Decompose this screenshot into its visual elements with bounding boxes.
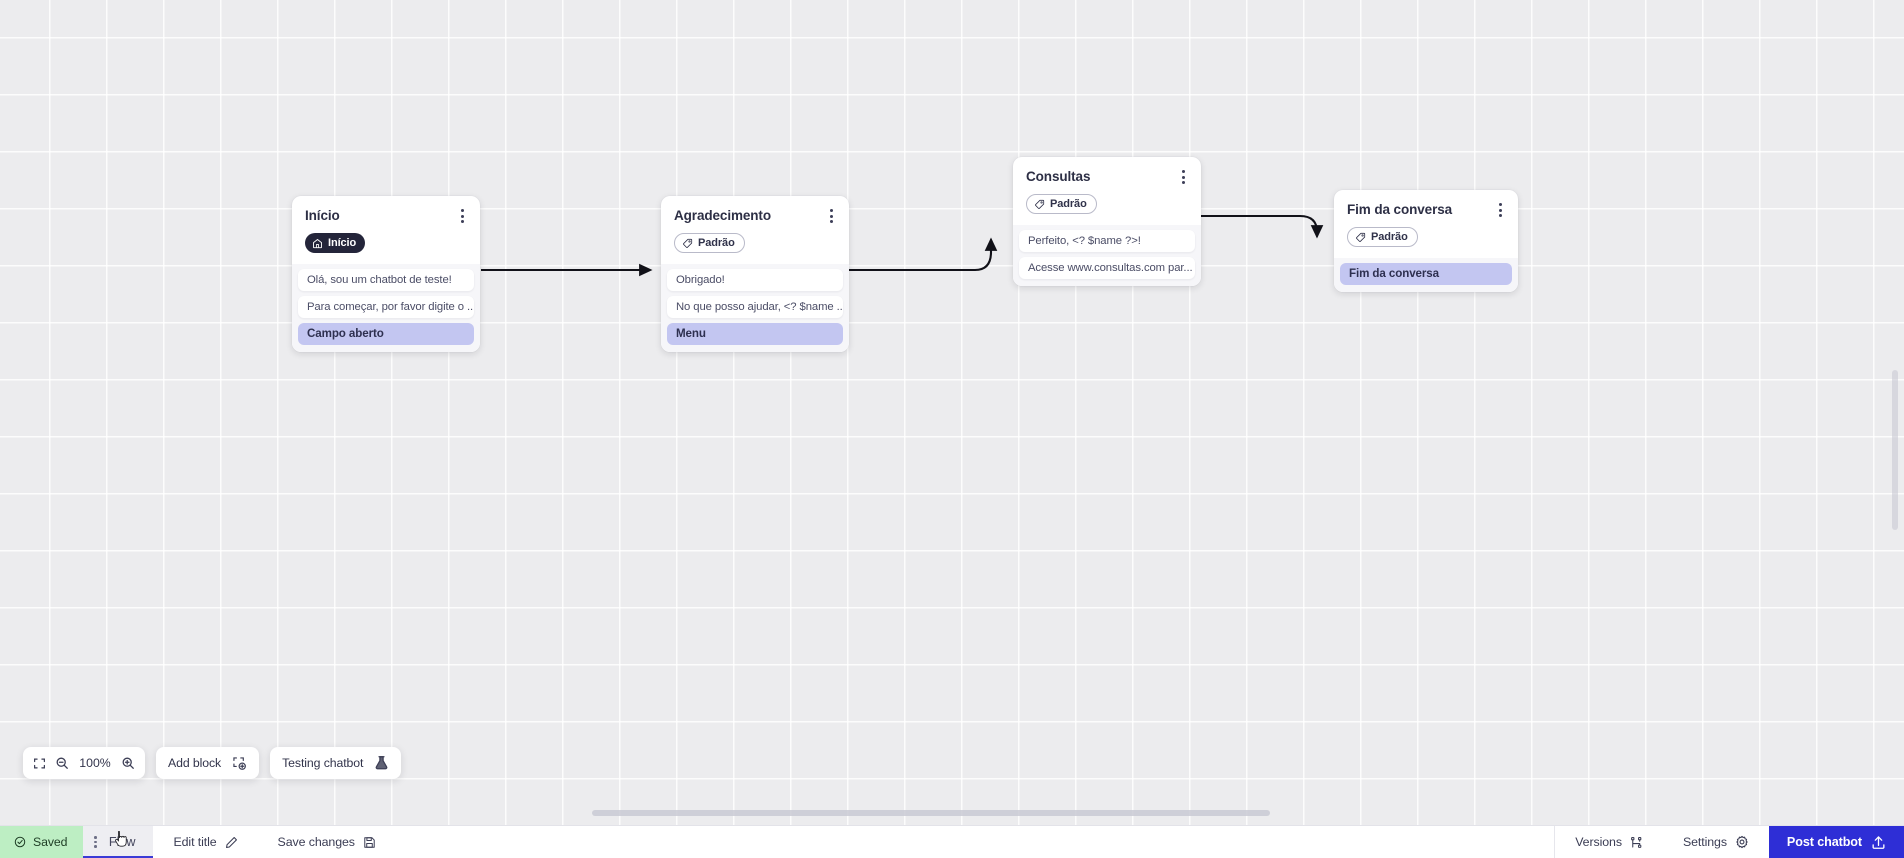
node-row[interactable]: Perfeito, <? $name ?>!	[1019, 229, 1195, 252]
edit-title-button[interactable]: Edit title	[153, 826, 257, 858]
node-title: Agradecimento	[674, 208, 771, 223]
branch-icon	[1631, 836, 1642, 848]
node-badge-label: Padrão	[1050, 198, 1087, 210]
flow-node-agradecimento[interactable]: Agradecimento Padrão Obrigado! No que po…	[661, 196, 849, 352]
node-header: Consultas Padrão	[1013, 157, 1201, 225]
node-menu-button[interactable]	[822, 206, 840, 226]
node-menu-button[interactable]	[453, 206, 471, 226]
node-body: Olá, sou um chatbot de teste! Para começ…	[292, 263, 480, 352]
drag-handle-icon[interactable]	[89, 836, 102, 848]
zoom-in-icon[interactable]	[121, 756, 135, 770]
node-badge-row: Padrão	[1026, 194, 1188, 215]
tag-icon	[683, 238, 693, 248]
node-title: Consultas	[1026, 169, 1091, 184]
testing-chatbot-label: Testing chatbot	[282, 756, 364, 770]
bottom-bar-spacer	[396, 826, 1554, 858]
node-header: Início Início	[292, 196, 480, 264]
edit-title-label: Edit title	[173, 835, 217, 849]
node-body: Obrigado! No que posso ajudar, <? $name …	[661, 263, 849, 352]
tag-icon	[1035, 199, 1045, 209]
floppy-disk-icon	[364, 836, 375, 848]
node-menu-button[interactable]	[1491, 200, 1509, 220]
node-title: Início	[305, 208, 340, 223]
tab-flow-label: Flow	[108, 835, 136, 849]
node-badge-padrao[interactable]: Padrão	[674, 233, 745, 253]
flow-node-consultas[interactable]: Consultas Padrão Perfeito, <? $name ?>! …	[1013, 157, 1201, 286]
node-row[interactable]: Obrigado!	[667, 268, 843, 291]
save-changes-button[interactable]: Save changes	[258, 826, 396, 858]
node-badge-label: Padrão	[698, 237, 735, 249]
canvas-toolbar: 100% Add block Testing chatbot	[23, 747, 402, 779]
node-badge-label: Início	[328, 237, 357, 249]
home-icon	[313, 238, 322, 248]
node-row[interactable]: Acesse www.consultas.com par...	[1019, 256, 1195, 279]
post-chatbot-button[interactable]: Post chatbot	[1768, 826, 1904, 858]
settings-label: Settings	[1682, 835, 1727, 849]
node-header: Agradecimento Padrão	[661, 196, 849, 264]
status-badge-saved: Saved	[0, 826, 84, 858]
flask-icon[interactable]	[374, 755, 389, 771]
pencil-icon	[225, 836, 237, 848]
add-block-label: Add block	[168, 756, 222, 770]
add-block-icon[interactable]	[232, 756, 247, 771]
bottom-bar-right: Versions Settings Post chatbot	[1554, 826, 1904, 858]
gear-icon	[1736, 835, 1748, 849]
node-badge-padrao[interactable]: Padrão	[1347, 227, 1418, 247]
node-badge-row: Início	[305, 233, 467, 254]
settings-button[interactable]: Settings	[1663, 826, 1769, 858]
versions-label: Versions	[1575, 835, 1622, 849]
node-row[interactable]: No que posso ajudar, <? $name ...	[667, 295, 843, 318]
connector-layer	[481, 214, 1324, 277]
node-badge-row: Padrão	[1347, 227, 1505, 248]
zoom-controls: 100%	[23, 747, 145, 779]
check-circle-icon	[14, 836, 26, 848]
tab-flow[interactable]: Flow	[83, 826, 154, 858]
save-changes-label: Save changes	[277, 835, 355, 849]
zoom-level-label: 100%	[79, 756, 111, 770]
testing-chatbot-button[interactable]: Testing chatbot	[270, 747, 402, 779]
node-row[interactable]: Fim da conversa	[1340, 262, 1512, 285]
bottom-bar: Saved Flow Edit title Save changes	[0, 825, 1904, 858]
node-header: Fim da conversa Padrão	[1334, 190, 1518, 258]
post-chatbot-label: Post chatbot	[1786, 835, 1862, 849]
saved-label: Saved	[33, 835, 68, 849]
flow-canvas[interactable]: Início Início Olá, sou um chatbot de tes…	[0, 0, 1904, 825]
fit-screen-icon[interactable]	[33, 757, 46, 770]
node-body: Perfeito, <? $name ?>! Acesse www.consul…	[1013, 224, 1201, 286]
node-row[interactable]: Para começar, por favor digite o ...	[298, 295, 474, 318]
flow-node-inicio[interactable]: Início Início Olá, sou um chatbot de tes…	[292, 196, 480, 352]
node-row[interactable]: Olá, sou um chatbot de teste!	[298, 268, 474, 291]
node-menu-button[interactable]	[1174, 167, 1192, 187]
tag-icon	[1356, 232, 1366, 242]
upload-icon	[1872, 835, 1885, 849]
bottom-bar-left: Saved Flow Edit title Save changes	[0, 826, 396, 858]
connector-consultas-fim	[1199, 214, 1324, 239]
node-badge-inicio[interactable]: Início	[305, 233, 366, 253]
connector-agradecimento-consultas	[847, 237, 998, 272]
node-title: Fim da conversa	[1347, 202, 1453, 217]
node-body: Fim da conversa	[1334, 257, 1518, 292]
canvas-vertical-scrollbar[interactable]	[1892, 370, 1898, 530]
versions-button[interactable]: Versions	[1555, 826, 1663, 858]
add-block-button[interactable]: Add block	[156, 747, 260, 779]
node-badge-padrao[interactable]: Padrão	[1026, 194, 1097, 214]
node-badge-label: Padrão	[1371, 231, 1408, 243]
node-row[interactable]: Menu	[667, 322, 843, 345]
flow-node-fim-da-conversa[interactable]: Fim da conversa Padrão Fim da conversa	[1334, 190, 1518, 292]
node-row[interactable]: Campo aberto	[298, 322, 474, 345]
canvas-horizontal-scrollbar[interactable]	[592, 810, 1270, 816]
zoom-out-icon[interactable]	[55, 756, 69, 770]
node-badge-row: Padrão	[674, 233, 836, 254]
